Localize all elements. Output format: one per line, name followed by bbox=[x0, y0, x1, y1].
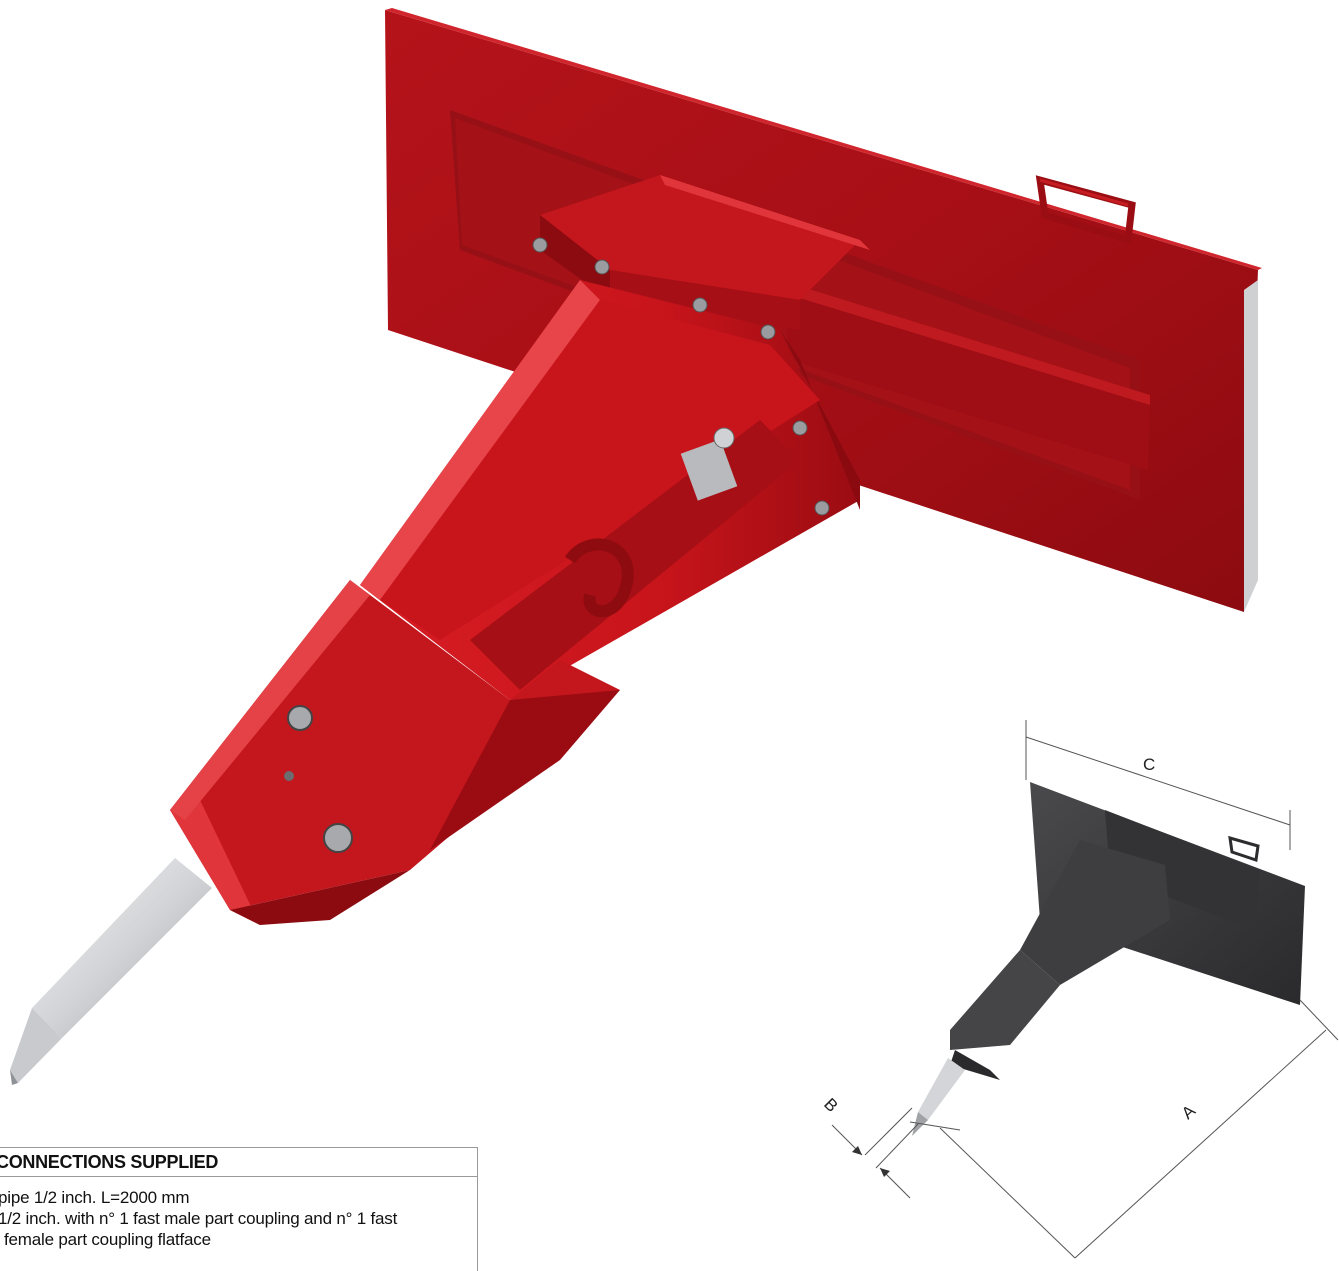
dimension-c-label: C bbox=[1143, 755, 1155, 774]
connection-line-1: pipe 1/2 inch. L=2000 mm bbox=[0, 1188, 190, 1207]
dimension-c: C bbox=[1025, 720, 1291, 850]
dimension-b-label: B bbox=[820, 1094, 841, 1115]
main-breaker bbox=[10, 8, 1262, 1085]
chisel bbox=[10, 858, 212, 1085]
connections-title: CONNECTIONS SUPPLIED bbox=[0, 1148, 477, 1177]
top-bracket bbox=[540, 175, 870, 330]
connection-line-3: female part coupling flatface bbox=[4, 1230, 211, 1249]
dimension-thumbnail: C A B bbox=[820, 720, 1339, 1259]
cylinder-bolts bbox=[284, 705, 353, 853]
dimension-b: B bbox=[820, 1094, 919, 1199]
connection-line-2: 1/2 inch. with n° 1 fast male part coupl… bbox=[0, 1209, 398, 1228]
handle bbox=[1035, 175, 1136, 245]
dimension-a-label: A bbox=[1178, 1101, 1200, 1123]
hydraulic-fittings bbox=[680, 427, 738, 501]
lifting-hook bbox=[565, 538, 634, 618]
breaker-cylinder bbox=[170, 580, 620, 925]
bracket-bolts bbox=[532, 237, 830, 516]
connections-table: CONNECTIONS SUPPLIED pipe 1/2 inch. L=20… bbox=[0, 1147, 478, 1271]
